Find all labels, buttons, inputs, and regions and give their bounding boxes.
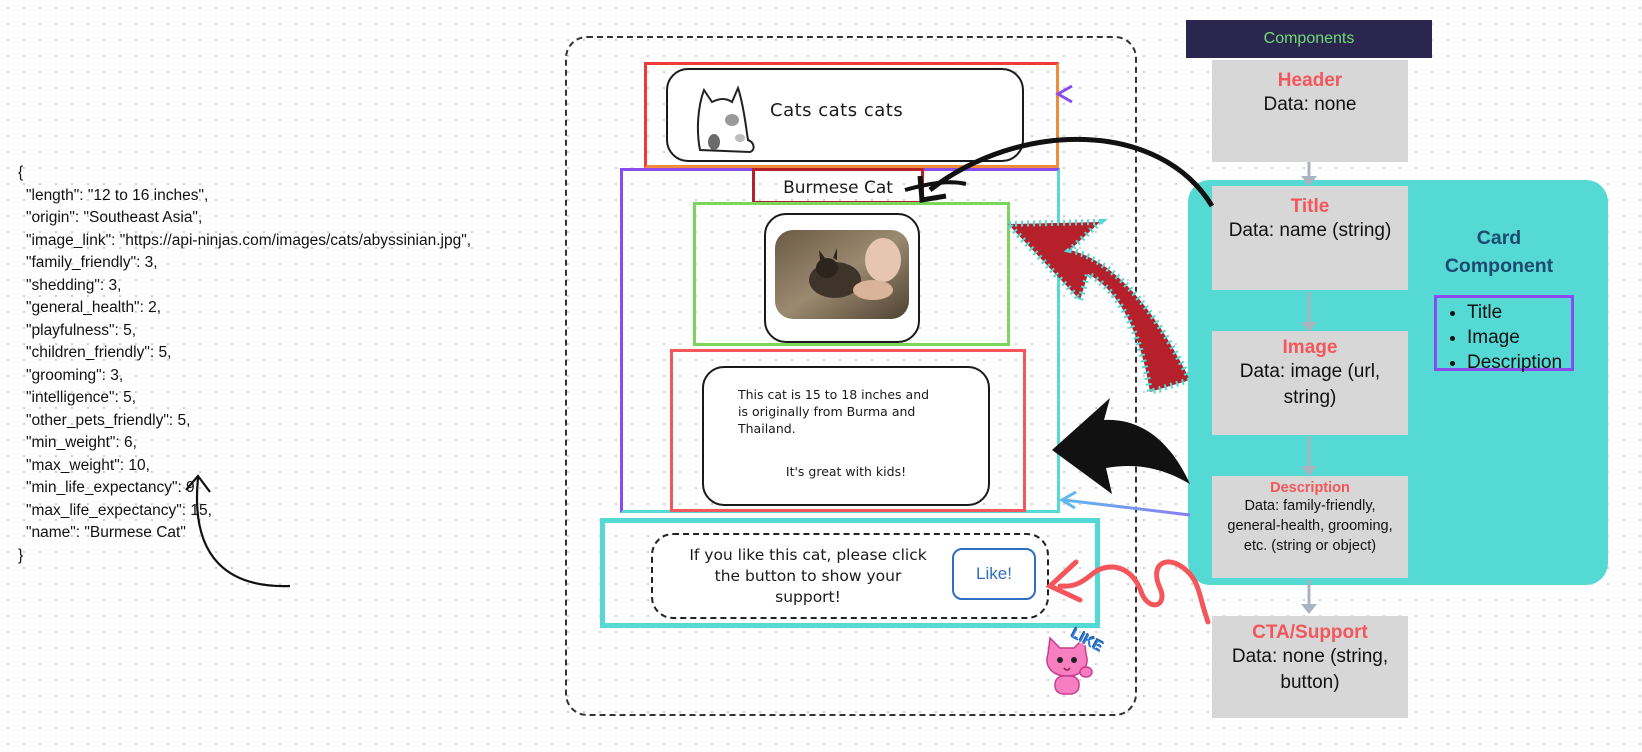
cta-arrow: [1057, 559, 1211, 625]
description-component-data: general-health, grooming,: [1227, 518, 1393, 534]
json-line: "playfulness": 5,: [26, 321, 137, 339]
header-component-title: Header: [1277, 70, 1343, 91]
arrow-head-json: [185, 474, 211, 493]
description-component-data: Data: family-friendly,: [1244, 498, 1376, 514]
image-component-data: Data: image (url,: [1239, 361, 1381, 382]
description-outline: [670, 349, 1026, 512]
card-mockup-frame: [565, 36, 1137, 716]
image-outline: [693, 202, 1010, 346]
json-line: "max_life_expectancy": 15,: [26, 501, 212, 519]
json-line: "children_friendly": 5,: [26, 344, 172, 361]
description-text: This cat is 15 to 18 inches and is origi…: [738, 386, 988, 437]
header-text: Cats cats cats: [770, 100, 904, 121]
description-sketch-box: [702, 366, 990, 506]
components-banner: Components: [1186, 20, 1432, 58]
json-line: "min_life_expectancy": 9,: [26, 479, 199, 496]
cta-arrow-head: [1045, 559, 1083, 603]
card-component-label: Card Component: [1424, 224, 1574, 280]
cta-component-box: CTA/Support Data: none (string, button): [1212, 616, 1408, 718]
title-arrow: [928, 136, 1215, 208]
pink-cat-sticker: [1046, 636, 1093, 695]
cat-photo: [775, 230, 909, 319]
header-arrow-head: [1054, 84, 1073, 104]
json-line: "intelligence": 5,: [26, 389, 137, 406]
json-line: "name": "Burmese Cat": [26, 524, 186, 541]
title-component-title: Title: [1290, 196, 1330, 217]
json-line: "family_friendly": 3,: [26, 254, 158, 271]
title-scribble: [904, 180, 967, 192]
card-component-label-line: Card: [1476, 227, 1522, 249]
card-arrow-head: [1059, 490, 1077, 510]
description-line: is originally from Burma and: [738, 404, 916, 419]
description-line: Thailand.: [738, 421, 796, 436]
description-component-box: Description Data: family-friendly, gener…: [1212, 476, 1408, 578]
cta-line: If you like this cat, please click: [689, 546, 927, 564]
json-line: "other_pets_friendly": 5,: [26, 411, 191, 429]
card-title-text: Burmese Cat: [783, 178, 893, 198]
cta-line: support!: [775, 588, 841, 606]
json-line: "image_link": "https://api-ninjas.com/im…: [26, 231, 472, 249]
description-kids-line: It's great with kids!: [785, 464, 907, 479]
card-component-list-item: Title: [1467, 300, 1571, 325]
cta-line: the button to show your: [714, 567, 902, 585]
title-component-box: Title Data: name (string): [1212, 186, 1408, 290]
description-component-title: Description: [1270, 480, 1350, 496]
json-line: "length": "12 to 16 inches",: [26, 186, 209, 204]
json-line: }: [18, 546, 24, 564]
card-component-label-line: Component: [1444, 255, 1554, 277]
card-component-list-item: Description: [1467, 350, 1571, 375]
description-line: This cat is 15 to 18 inches and: [738, 387, 930, 402]
json-line: "general_health": 2,: [26, 299, 162, 316]
image-arrow: [1001, 218, 1195, 396]
json-line: "max_weight": 10,: [26, 456, 150, 474]
image-component-data: string): [1283, 387, 1337, 408]
header-outline: [644, 62, 1059, 168]
image-component-box: Image Data: image (url, string): [1212, 331, 1408, 435]
json-line: {: [18, 164, 24, 181]
like-button[interactable]: Like!: [952, 548, 1036, 600]
card-component-list: Title Image Description: [1437, 298, 1571, 375]
json-line: "min_weight": 6,: [26, 434, 137, 451]
cta-text: If you like this cat, please click the b…: [668, 545, 948, 608]
card-component-list-box: Title Image Description: [1434, 295, 1574, 373]
card-component-list-item: Image: [1467, 325, 1571, 350]
cta-component-title: CTA/Support: [1252, 622, 1368, 643]
description-arrow: [1052, 398, 1190, 494]
title-component-data: Data: name (string): [1228, 220, 1392, 241]
description-component-data: etc. (string or object): [1243, 538, 1377, 554]
title-arrow-head: [917, 175, 947, 203]
cat-icon: [696, 85, 755, 154]
curved-arrow-json: [195, 477, 291, 588]
json-line: "grooming": 3,: [26, 366, 124, 384]
header-component-box: Header Data: none: [1212, 60, 1408, 162]
header-component-data: Data: none: [1263, 94, 1357, 115]
json-line: "origin": "Southeast Asia",: [26, 209, 203, 226]
json-snippet: { "length": "12 to 16 inches", "origin":…: [18, 162, 471, 567]
cta-component-data: button): [1280, 672, 1340, 693]
json-line: "shedding": 3,: [26, 276, 122, 294]
card-arrow: [1063, 498, 1191, 517]
image-component-title: Image: [1282, 337, 1338, 358]
cta-component-data: Data: none (string,: [1231, 646, 1389, 667]
